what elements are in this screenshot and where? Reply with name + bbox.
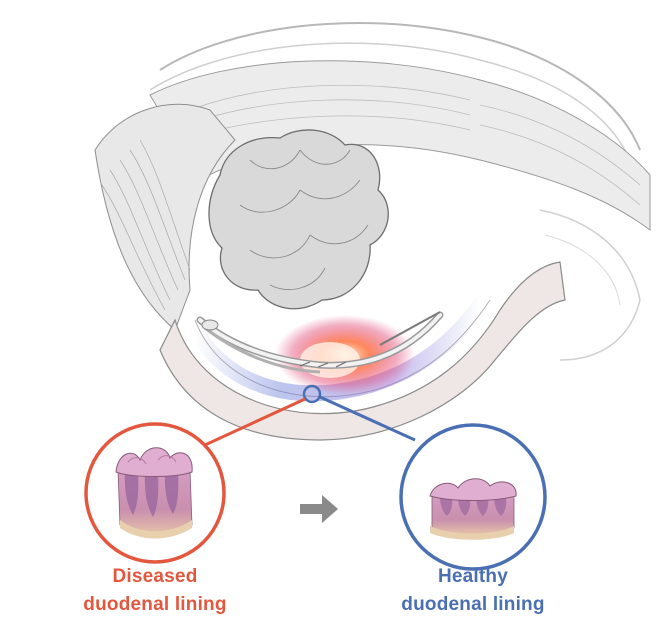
- healthy-caption: Healthy duodenal lining: [368, 563, 578, 619]
- right-arrow-icon: [300, 495, 338, 523]
- diseased-caption-line1: Diseased: [112, 566, 198, 587]
- healthy-tissue-block-icon: [429, 478, 517, 540]
- diseased-caption-line2: duodenal lining: [83, 594, 227, 615]
- healthy-callout: [399, 423, 547, 571]
- diseased-caption: Diseased duodenal lining: [50, 563, 260, 619]
- healthy-caption-line1: Healthy: [437, 566, 509, 587]
- callout-connectors: [204, 384, 416, 447]
- diseased-callout: [84, 422, 226, 564]
- diseased-tissue-block-icon: [115, 447, 193, 539]
- endoscopic-catheter-icon: [196, 311, 444, 374]
- duodenum-stomach-illustration: [94, 21, 651, 441]
- healthy-caption-line2: duodenal lining: [401, 594, 545, 615]
